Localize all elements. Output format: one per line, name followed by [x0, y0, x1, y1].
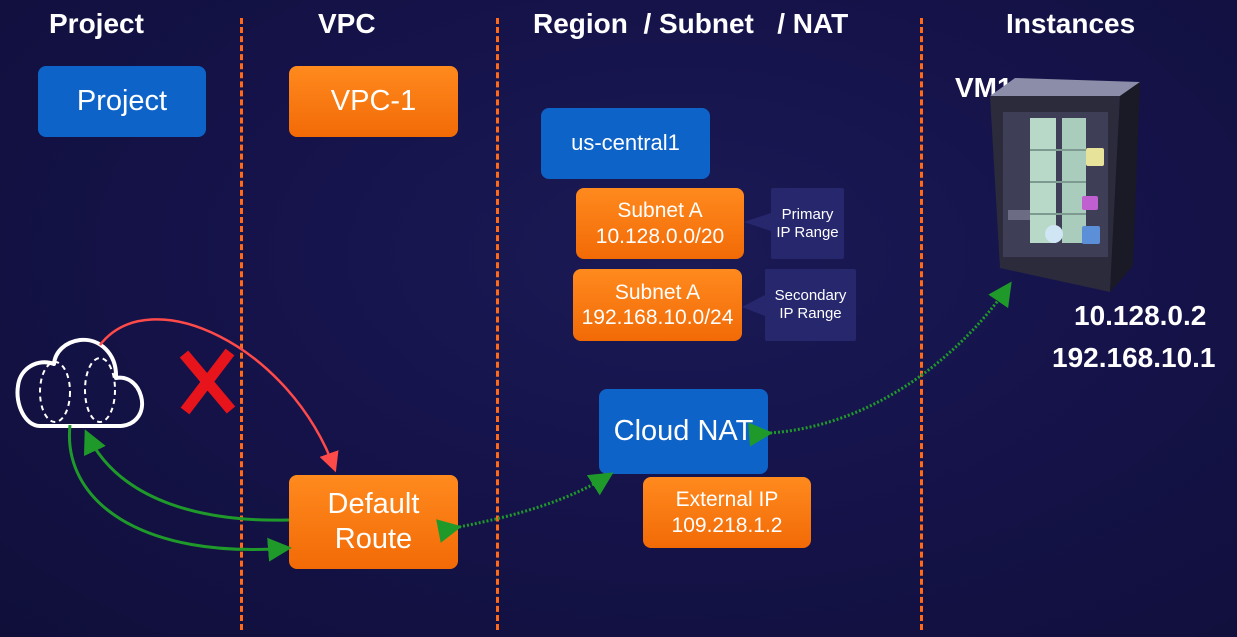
- subnet-primary-box: Subnet A 10.128.0.0/20: [576, 188, 744, 259]
- default-route-box: Default Route: [289, 475, 458, 569]
- cloud-nat-label: Cloud NAT: [613, 415, 754, 448]
- vm-ip-secondary: 192.168.10.1: [1052, 342, 1216, 373]
- server-icon: [990, 78, 1140, 292]
- divider-vpc-region: [496, 18, 499, 630]
- subnet-secondary-box: Subnet A 192.168.10.0/24: [573, 269, 742, 341]
- header-instances: Instances: [1006, 8, 1136, 39]
- default-route-label: Default Route: [327, 488, 420, 555]
- region-box: us-central1: [541, 108, 710, 179]
- cloud-nat-box: Cloud NAT: [599, 389, 768, 474]
- subnet-primary-label: Subnet A 10.128.0.0/20: [595, 199, 725, 248]
- region-box-label: us-central1: [571, 130, 680, 156]
- vpc-box-label: VPC-1: [330, 85, 417, 118]
- arrow-route-to-cloud-upper: [84, 429, 290, 522]
- header-region-subnet-nat: Region / Subnet / NAT: [533, 8, 849, 39]
- vm-ip-primary: 10.128.0.2: [1074, 300, 1207, 331]
- divider-project-vpc: [240, 18, 243, 630]
- primary-range-box: Primary IP Range: [771, 188, 844, 259]
- cloud-inner-dashes: [39, 357, 116, 423]
- external-ip-label: External IP 109.218.1.2: [671, 488, 783, 537]
- external-ip-box: External IP 109.218.1.2: [643, 477, 811, 548]
- blocked-x-icon: [179, 348, 236, 415]
- internet-cloud-icon: [15, 337, 144, 428]
- project-box: Project: [38, 66, 206, 137]
- arrow-route-nat: [436, 472, 614, 543]
- primary-range-pointer: [744, 213, 771, 231]
- arrow-cloud-to-route-lower: [67, 424, 292, 562]
- header-project: Project: [49, 8, 144, 39]
- arrow-nat-vm: [748, 281, 1012, 447]
- header-vpc: VPC: [318, 8, 376, 39]
- subnet-secondary-label: Subnet A 192.168.10.0/24: [581, 280, 734, 329]
- secondary-range-pointer: [742, 295, 765, 316]
- vpc-box: VPC-1: [289, 66, 458, 137]
- project-box-label: Project: [76, 85, 168, 118]
- arrow-blocked-inbound: [99, 318, 339, 473]
- primary-range-label: Primary IP Range: [776, 205, 839, 241]
